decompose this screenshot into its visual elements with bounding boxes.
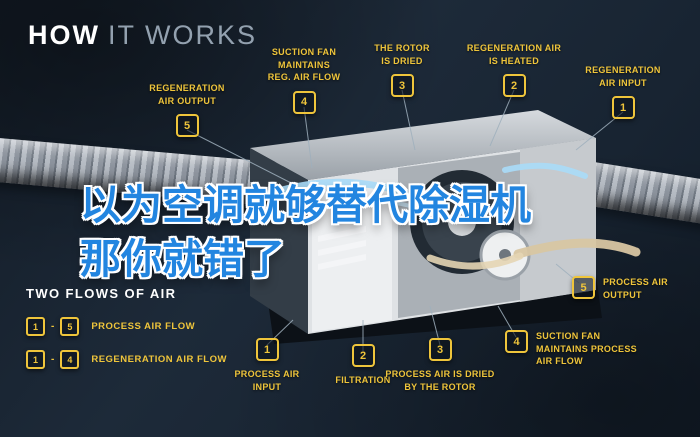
callout-suction-fan-reg: SUCTION FAN MAINTAINS REG. AIR FLOW 4 [252,46,356,114]
headline-line-1: 以为空调就够替代除湿机 [80,182,531,228]
callout-label: REGENERATION AIR IS HEATED [466,43,562,66]
callout-label: PROCESS AIR IS DRIED BY THE ROTOR [385,369,495,392]
legend-two-flows: TWO FLOWS OF AIR 1 - 5 PROCESS AIR FLOW … [26,286,227,383]
callout-label: PROCESS AIR INPUT [234,369,300,392]
headline-line-2: 那你就错了 [80,236,285,283]
badge-2: 2 [502,74,526,98]
badge-1: 1 [26,317,45,336]
callout-label: THE ROTOR IS DRIED [374,43,430,66]
legend-row-regeneration: 1 - 4 REGENERATION AIR FLOW [26,350,227,369]
range-dash: - [51,354,55,365]
overlay-headline: 以为空调就够替代除湿机 那你就错了 [80,178,531,286]
callout-label: PROCESS AIR OUTPUT [603,277,668,300]
range-dash: - [51,321,55,332]
callout-regeneration-air-output: REGENERATION AIR OUTPUT 5 [128,82,246,138]
title-how: HOW [28,20,100,50]
callout-rotor-dried: THE ROTOR IS DRIED 3 [358,42,446,98]
legend-label: REGENERATION AIR FLOW [91,354,227,365]
callout-label: FILTRATION [335,375,391,385]
badge-5: 5 [175,114,199,138]
duct-right [537,154,700,226]
callout-label: SUCTION FAN MAINTAINS PROCESS AIR FLOW [536,331,637,367]
callout-label: REGENERATION AIR INPUT [585,65,661,88]
badge-5: 5 [572,276,595,299]
legend-label: PROCESS AIR FLOW [91,321,196,332]
callout-process-air-dried: 3 PROCESS AIR IS DRIED BY THE ROTOR [380,338,500,393]
badge-5: 5 [60,317,80,336]
title-it-works: IT WORKS [107,20,257,50]
badge-1: 1 [255,338,279,361]
badge-4: 4 [60,350,80,369]
callout-label: REGENERATION AIR OUTPUT [149,83,225,106]
badge-2: 2 [351,344,375,367]
callout-label: SUCTION FAN MAINTAINS REG. AIR FLOW [267,47,341,83]
callout-process-air-output: 5 PROCESS AIR OUTPUT [572,276,668,301]
callout-suction-fan-process: 4 SUCTION FAN MAINTAINS PROCESS AIR FLOW [505,330,637,368]
callout-process-air-input: 1 PROCESS AIR INPUT [222,338,312,393]
callout-regeneration-air-input: REGENERATION AIR INPUT 1 [568,64,678,120]
badge-4: 4 [505,330,528,353]
legend-row-process: 1 - 5 PROCESS AIR FLOW [26,317,227,336]
callout-regeneration-air-heated: REGENERATION AIR IS HEATED 2 [462,42,566,98]
badge-1: 1 [611,96,635,120]
badge-1: 1 [26,350,45,369]
legend-heading: TWO FLOWS OF AIR [26,286,177,301]
badge-4: 4 [292,90,316,114]
badge-3: 3 [428,338,452,361]
badge-3: 3 [390,74,414,98]
